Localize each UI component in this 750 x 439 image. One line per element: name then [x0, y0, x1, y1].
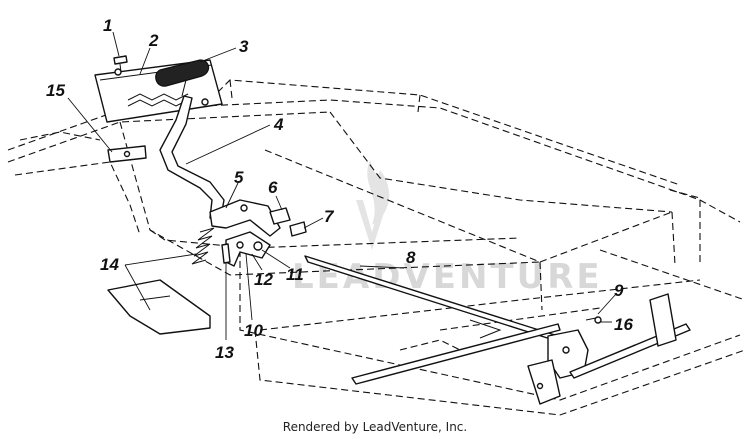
- bolt: [269, 207, 307, 237]
- tractor-body-outline: [7, 79, 746, 416]
- callout-2: 2: [148, 31, 159, 50]
- callout-15: 15: [46, 81, 65, 100]
- watermark-logo: [356, 160, 390, 250]
- callout-labels: 1 2 3 4 5 6 7 8 9 10 11 12 13 14 15 16: [46, 16, 633, 362]
- transmission-plate: [527, 329, 589, 405]
- clip-pin: [585, 316, 602, 324]
- mounting-bracket: [107, 145, 147, 163]
- pin: [221, 243, 231, 264]
- callout-8: 8: [406, 248, 416, 267]
- callout-13: 13: [215, 343, 234, 362]
- callout-4: 4: [273, 115, 284, 134]
- shift-knob: [155, 59, 210, 97]
- callout-11: 11: [286, 265, 304, 284]
- callout-14: 14: [100, 255, 119, 274]
- frame-bracket: [107, 279, 211, 335]
- linkage-bracket: [225, 231, 271, 267]
- watermark-text: LEADVENTURE: [292, 257, 603, 297]
- callout-7: 7: [324, 207, 335, 226]
- callout-16: 16: [614, 315, 633, 334]
- callout-6: 6: [268, 178, 278, 197]
- shift-lever: [159, 95, 225, 223]
- transmission-shaft: [569, 293, 691, 379]
- screw: [113, 55, 128, 73]
- callout-12: 12: [254, 270, 273, 289]
- footer-credit: Rendered by LeadVenture, Inc.: [282, 420, 468, 434]
- callout-3: 3: [239, 37, 249, 56]
- spring: [191, 227, 215, 265]
- cross-rod: [351, 319, 561, 385]
- callout-1: 1: [103, 16, 112, 35]
- callout-10: 10: [244, 321, 263, 340]
- callout-5: 5: [234, 168, 244, 187]
- leader-lines: [67, 31, 617, 340]
- callout-9: 9: [614, 281, 624, 300]
- lever-arm: [209, 199, 281, 237]
